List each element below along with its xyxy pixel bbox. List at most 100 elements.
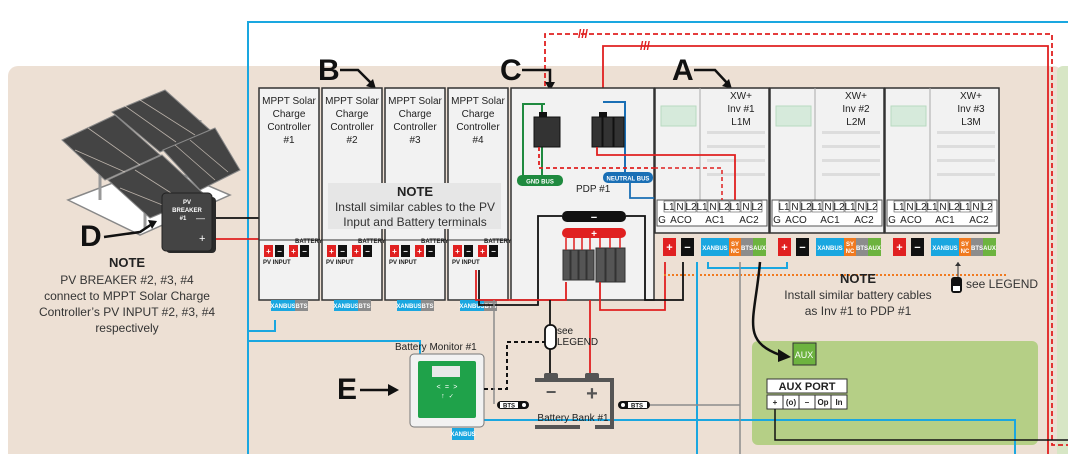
inverter-xanbus-port[interactable] <box>816 238 844 256</box>
cc-note-line2: Input and Battery terminals <box>343 215 486 229</box>
ac-breaker-ground[interactable] <box>533 116 561 148</box>
ac-terminal[interactable]: L2 <box>833 202 845 213</box>
dc-terminal[interactable] <box>289 245 298 257</box>
dc-terminal[interactable] <box>489 245 498 257</box>
pv-breaker-1[interactable]: PV BREAKER #1 — + <box>161 192 216 253</box>
inverter-sync-port[interactable] <box>844 238 856 256</box>
inverter-dc-negative[interactable] <box>796 238 809 256</box>
ac-terminal[interactable]: L1 <box>729 202 741 213</box>
bts-sensor-right[interactable]: BTS <box>618 401 650 410</box>
bts-port[interactable] <box>358 300 371 311</box>
dc-terminal[interactable] <box>352 245 361 257</box>
inverter-sync-port[interactable] <box>729 238 741 256</box>
inverter-bts-port[interactable] <box>971 238 983 256</box>
xanbus-port[interactable] <box>397 300 421 311</box>
dc-breaker[interactable] <box>615 247 626 283</box>
dc-terminal[interactable] <box>363 245 372 257</box>
svg-text:+: + <box>291 247 296 256</box>
bts-sensor-left[interactable]: BTS <box>497 401 529 410</box>
ac-terminal[interactable]: L1 <box>663 202 675 213</box>
ac-terminal[interactable]: L1 <box>926 202 938 213</box>
ac-terminal[interactable]: N <box>709 202 716 213</box>
inverter-aux-port[interactable] <box>868 238 881 256</box>
inverter-xanbus-port[interactable] <box>931 238 959 256</box>
inverter-dc-positive[interactable] <box>663 238 676 256</box>
inverter-dc-positive[interactable] <box>778 238 791 256</box>
monitor-xanbus-port[interactable] <box>452 428 474 440</box>
dc-terminal[interactable] <box>338 245 347 257</box>
ac-terminal[interactable]: L1 <box>696 202 708 213</box>
dc-breaker[interactable] <box>562 249 571 281</box>
inverter-label: L2M <box>846 117 865 128</box>
ac-terminal[interactable]: L1 <box>778 202 790 213</box>
dc-terminal[interactable] <box>390 245 399 257</box>
inverter-aux-port[interactable] <box>753 238 766 256</box>
ac-terminal[interactable]: N <box>857 202 864 213</box>
ac-breaker[interactable] <box>602 116 614 148</box>
aux-port[interactable]: AUX PORT <box>766 378 848 394</box>
dc-breaker[interactable] <box>578 249 587 281</box>
svg-text:NC: NC <box>961 249 970 255</box>
xanbus-port[interactable] <box>460 300 484 311</box>
xanbus-port[interactable] <box>334 300 358 311</box>
inverter-bts-port[interactable] <box>741 238 753 256</box>
see-legend-inverter[interactable]: see LEGEND <box>966 277 1038 291</box>
ac-terminal[interactable]: L2 <box>915 202 927 213</box>
inverter-dc-positive[interactable] <box>893 238 906 256</box>
marker-c: C <box>500 54 522 87</box>
inverter-aux-port[interactable] <box>983 238 996 256</box>
ac-terminal[interactable]: L2 <box>751 202 763 213</box>
ac-terminal[interactable]: N <box>824 202 831 213</box>
dc-terminal[interactable] <box>453 245 462 257</box>
dc-terminal[interactable] <box>464 245 473 257</box>
xanbus-port[interactable] <box>271 300 295 311</box>
ac-terminal[interactable]: N <box>972 202 979 213</box>
cc-label: MPPT Solar <box>325 96 379 107</box>
ac-terminal[interactable]: L1 <box>844 202 856 213</box>
aux-pin[interactable] <box>830 394 848 410</box>
dc-breaker[interactable] <box>570 249 579 281</box>
ac-terminal[interactable]: N <box>906 202 913 213</box>
ac-terminal[interactable]: L1 <box>893 202 905 213</box>
ac-terminal[interactable]: L1 <box>959 202 971 213</box>
ac-breaker[interactable] <box>613 116 625 148</box>
ac-terminal[interactable]: L2 <box>685 202 697 213</box>
ac-terminal[interactable]: L2 <box>981 202 993 213</box>
inverter-dc-negative[interactable] <box>681 238 694 256</box>
dc-breaker[interactable] <box>605 247 616 283</box>
inverter-dc-negative[interactable] <box>911 238 924 256</box>
dc-breaker[interactable] <box>586 249 595 281</box>
inverter-xanbus-port[interactable] <box>701 238 729 256</box>
dc-terminal[interactable] <box>401 245 410 257</box>
ac-terminal[interactable]: L2 <box>800 202 812 213</box>
ac-terminal[interactable]: N <box>791 202 798 213</box>
svg-text:+: + <box>480 247 485 256</box>
ac-terminal[interactable]: L2 <box>718 202 730 213</box>
dc-terminal[interactable] <box>264 245 273 257</box>
inverter-sync-port[interactable] <box>959 238 971 256</box>
ac-breaker[interactable] <box>591 116 603 148</box>
ac-terminal[interactable]: N <box>939 202 946 213</box>
inverter-bts-port[interactable] <box>856 238 868 256</box>
ac-terminal[interactable]: L2 <box>948 202 960 213</box>
ac-terminal[interactable]: N <box>676 202 683 213</box>
dc-breaker[interactable] <box>595 247 606 283</box>
dc-terminal[interactable] <box>300 245 309 257</box>
ac-terminal[interactable]: L2 <box>866 202 878 213</box>
cc-label: Charge <box>462 109 495 120</box>
battery-monitor[interactable]: < = > ↑ ✓ <box>409 353 485 428</box>
dc-terminal[interactable] <box>426 245 435 257</box>
ac-terminal[interactable]: L1 <box>811 202 823 213</box>
dc-terminal[interactable] <box>415 245 424 257</box>
see-legend-battery-2[interactable]: LEGEND <box>557 337 598 348</box>
ac-terminal[interactable]: N <box>742 202 749 213</box>
bts-port[interactable] <box>295 300 308 311</box>
dc-terminal[interactable] <box>275 245 284 257</box>
dc-terminal[interactable] <box>327 245 336 257</box>
bts-port[interactable] <box>421 300 434 311</box>
dc-terminal[interactable] <box>478 245 487 257</box>
